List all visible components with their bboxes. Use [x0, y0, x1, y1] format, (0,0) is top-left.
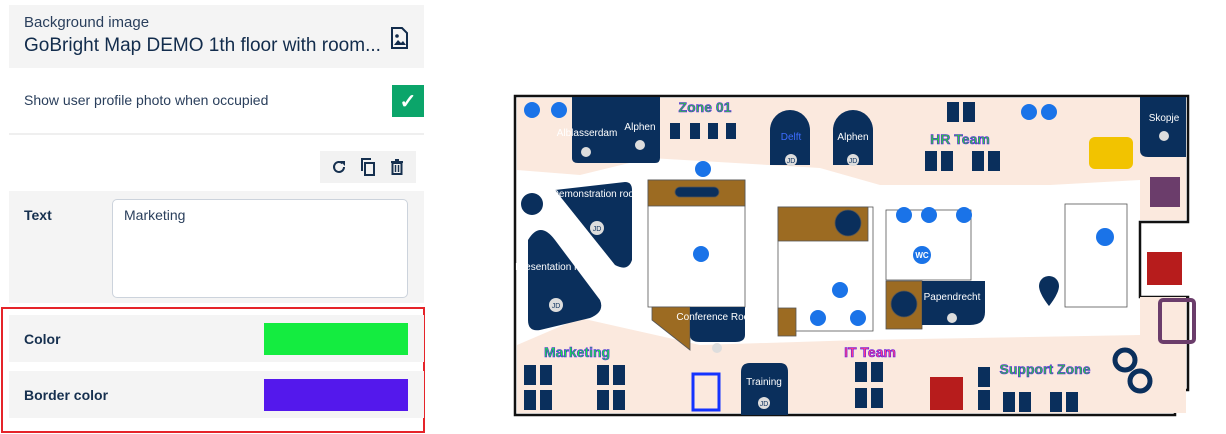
divider	[9, 133, 424, 135]
svg-text:JD: JD	[849, 158, 858, 165]
room-label: Skopje	[1149, 113, 1180, 124]
exit-icon	[521, 193, 543, 215]
printer-icon	[551, 102, 567, 118]
svg-text:JD: JD	[593, 226, 602, 233]
color-swatch[interactable]	[264, 323, 408, 355]
door-icon	[691, 372, 721, 412]
border-color-row: Border color	[9, 371, 424, 418]
wc-icon	[913, 246, 931, 264]
svg-text:JD: JD	[787, 158, 796, 165]
background-image-section	[9, 5, 424, 68]
fire-ladder-icon	[1147, 252, 1182, 285]
color-row: Color	[9, 315, 424, 362]
coffee-cup-icon	[1150, 177, 1180, 207]
border-color-label: Border color	[24, 387, 109, 403]
stairs-icon	[832, 282, 848, 298]
show-profile-photo-checkbox[interactable]: ✓	[392, 85, 424, 117]
text-label: Text	[24, 207, 52, 223]
zone-label-zone-01[interactable]: Zone 01	[678, 99, 732, 116]
fire-extinguisher-icon	[930, 377, 963, 410]
floor-map[interactable]: WC Zone 01 HR Team Marketing IT Team Sup…	[440, 0, 1226, 434]
image-file-icon[interactable]	[390, 27, 408, 49]
room-alphen-2[interactable]	[833, 110, 873, 165]
copy-icon[interactable]	[358, 157, 378, 177]
zone-label-hr-team[interactable]: HR Team	[930, 131, 990, 148]
room-label: Alphen	[624, 122, 655, 133]
element-toolbar	[320, 151, 416, 183]
zone-label-it-team[interactable]: IT Team	[844, 344, 896, 361]
printer-icon	[850, 310, 866, 326]
restaurant-icon	[1021, 104, 1037, 120]
trash-icon[interactable]	[387, 157, 407, 177]
color-label: Color	[24, 331, 61, 347]
map-icons: WC	[521, 102, 1196, 412]
coffee-icon	[810, 310, 826, 326]
zone-label-support-zone[interactable]: Support Zone	[999, 361, 1091, 378]
elevator-sign-icon	[1158, 298, 1196, 344]
revolving-door-icon	[1112, 347, 1138, 373]
wc-label: WC	[915, 251, 929, 260]
bottom-zone-area	[517, 297, 1186, 413]
building-core	[647, 179, 1128, 351]
meditation-icon	[921, 207, 937, 223]
phone-icon	[695, 161, 711, 177]
baby-room-icon	[896, 207, 912, 223]
stairs-icon	[1096, 228, 1114, 246]
room-label: Alblasserdam	[557, 128, 618, 139]
sofa-icon	[1089, 137, 1133, 169]
zone-label-marketing[interactable]: Marketing	[544, 344, 611, 361]
desks	[524, 102, 1078, 412]
room-papendrecht[interactable]	[922, 281, 985, 325]
room-skopje[interactable]	[1140, 97, 1186, 157]
room-delft[interactable]	[770, 110, 810, 165]
background-image-label: Background image	[24, 14, 150, 31]
svg-text:JD: JD	[552, 303, 561, 310]
room-label: Delft	[781, 132, 802, 143]
refresh-icon[interactable]	[329, 157, 349, 177]
room-label: Training	[746, 377, 782, 388]
border-color-swatch[interactable]	[264, 379, 408, 411]
room-label: Papendrecht	[924, 292, 981, 303]
avatars: JD JD JD JD JD	[549, 131, 1169, 409]
room-label: Presentation room	[515, 262, 597, 273]
room-label: Demonstration room	[552, 189, 643, 200]
room-presentation[interactable]	[528, 230, 602, 331]
coffee-icon	[1041, 104, 1057, 120]
highlight-box	[1, 307, 425, 433]
background-image-name: GoBright Map DEMO 1th floor with room...	[24, 35, 381, 56]
room-training[interactable]	[741, 363, 788, 415]
elevator-icon	[693, 246, 709, 262]
printer-icon	[956, 207, 972, 223]
room-label: Alphen	[837, 132, 868, 143]
top-zone-area	[517, 98, 1140, 185]
room-conference[interactable]	[690, 307, 745, 342]
room-label: Conference Room	[676, 312, 757, 323]
coffee-icon	[524, 102, 540, 118]
star-pin-icon	[1039, 276, 1059, 306]
text-input[interactable]: Marketing	[112, 199, 408, 298]
svg-text:JD: JD	[760, 401, 769, 408]
show-profile-photo-label: Show user profile photo when occupied	[24, 92, 269, 108]
